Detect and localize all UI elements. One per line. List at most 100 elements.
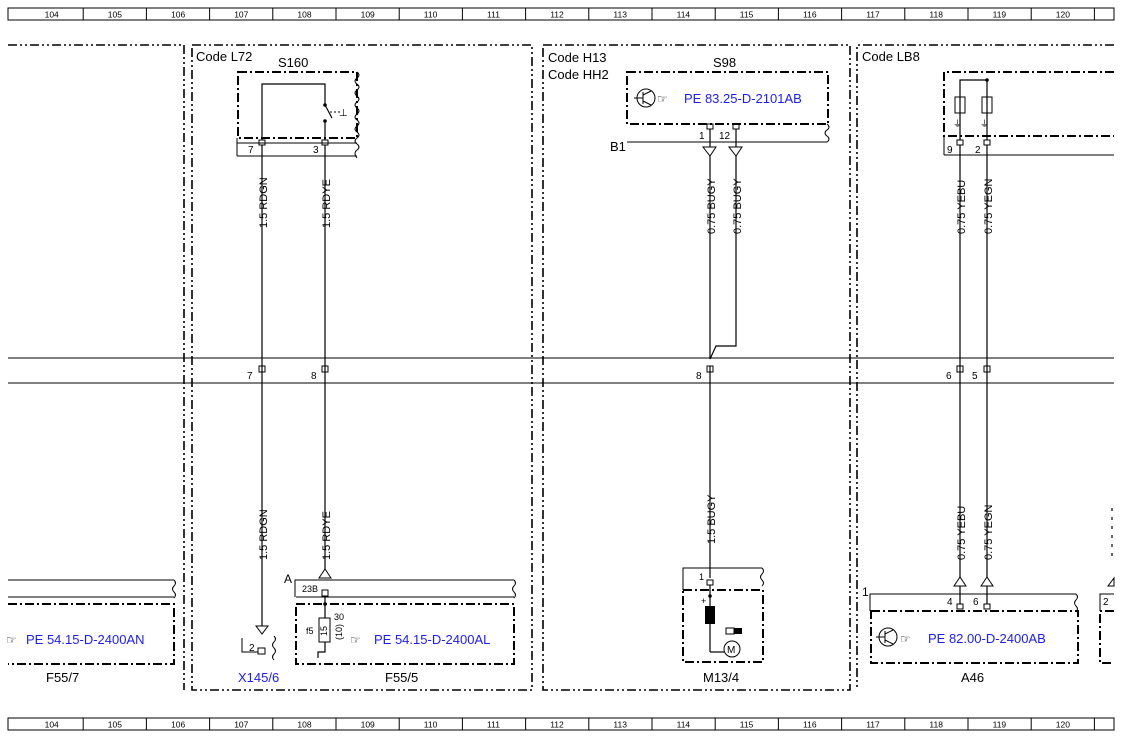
- ruler-cell: 107: [234, 10, 248, 20]
- wire-label-yegn-lower: 0.75 YEGN: [983, 505, 995, 560]
- svg-text:8: 8: [311, 371, 317, 382]
- ruler-cell: 105: [108, 720, 122, 730]
- ruler-cell: 111: [487, 720, 500, 730]
- module-lb8-upper[interactable]: ⏚ ⏚ 9 2: [943, 71, 1114, 156]
- lb8-internal-wire: [959, 79, 988, 140]
- x145-pin-2: 2: [249, 643, 255, 654]
- wire-bugy-075: [709, 156, 737, 360]
- connector-pin-6: 6: [946, 365, 964, 382]
- section-label-l72: Code L72: [196, 49, 252, 64]
- fuse-box-f55-5[interactable]: A 23B 15 f5 30 (10) ☞ PE 54.15-D-2400AL …: [284, 568, 516, 685]
- ruler-cell: 108: [297, 720, 311, 730]
- a46-pin-1: 1: [862, 585, 869, 599]
- wire-label-yegn-upper: 0.75 YEGN: [983, 179, 995, 234]
- ruler-cell: 113: [613, 10, 627, 20]
- f55-5-pin-10: (10): [334, 624, 344, 640]
- ruler-cell: 115: [740, 10, 754, 20]
- diode-icon: ⏚: [953, 119, 962, 129]
- section-label-hh2: Code HH2: [548, 67, 609, 82]
- ruler-cell: 108: [297, 10, 311, 20]
- ruler-cell: 113: [613, 720, 627, 730]
- ruler-cell: 112: [550, 720, 564, 730]
- f55-5-pin-23b: 23B: [302, 584, 318, 594]
- ruler-cell: 114: [677, 10, 691, 20]
- ref-link-f55-7[interactable]: PE 54.15-D-2400AN: [26, 632, 145, 647]
- b1-label: B1: [610, 139, 626, 154]
- connector-pin-8-s98: 8: [696, 365, 714, 382]
- ruler-cell: 116: [803, 720, 817, 730]
- wire-label-rdye-upper: 1.5 RDYE: [321, 179, 333, 228]
- ruler-cell: 117: [866, 10, 880, 20]
- connector-x145-6[interactable]: 2 X145/6: [238, 625, 279, 685]
- switch-s160[interactable]: S160 ⊥ 7 3: [236, 55, 360, 159]
- connector-pin-8: 8: [311, 365, 329, 382]
- ruler-cell: 118: [929, 720, 943, 730]
- hand-pointer-icon: ☞: [350, 633, 361, 647]
- a46-label: A46: [961, 670, 984, 685]
- wire-label-bugy-right: 0.75 BUGY: [732, 178, 744, 234]
- ruler-cell: 117: [866, 720, 880, 730]
- ref-link-s98[interactable]: PE 83.25-D-2101AB: [684, 91, 802, 106]
- svg-text:⊥: ⊥: [339, 108, 348, 119]
- s98-pin-12: 12: [719, 131, 731, 142]
- f55-5-label: F55/5: [385, 670, 418, 685]
- lb8-pin-2: 2: [975, 145, 981, 156]
- f55-5-pin-30: 30: [334, 612, 344, 622]
- ruler-cell: 115: [740, 720, 754, 730]
- s160-internal-wire: [261, 83, 326, 140]
- resistor-icon: [954, 96, 966, 114]
- ruler-cell: 120: [1056, 10, 1070, 20]
- ruler-cell: 119: [993, 720, 1007, 730]
- ruler-cell: 106: [171, 10, 185, 20]
- svg-text:6: 6: [946, 371, 952, 382]
- m13-4-label: M13/4: [703, 670, 739, 685]
- ruler-cell: 109: [361, 10, 375, 20]
- ruler-cell: 119: [993, 10, 1007, 20]
- motor-icon: [723, 640, 741, 658]
- a46-pin-4: 4: [947, 597, 953, 608]
- svg-text:M: M: [727, 645, 735, 656]
- lb8-pin-9: 9: [947, 145, 953, 156]
- hand-pointer-icon: ☞: [6, 633, 17, 647]
- x145-6-label[interactable]: X145/6: [238, 670, 279, 685]
- ruler-cell: 120: [1056, 720, 1070, 730]
- resistor-icon: [981, 96, 993, 114]
- ruler-cell: 109: [361, 720, 375, 730]
- switch-contact: [324, 104, 333, 119]
- wire-label-rdye-lower: 1.5 RDYE: [321, 511, 333, 560]
- s98-label: S98: [713, 55, 736, 70]
- m13-pin-1: 1: [699, 572, 704, 582]
- module-a46[interactable]: 1 4 6 ☞ PE 82.00-D-2400AB A46: [862, 576, 1079, 685]
- svg-text:7: 7: [247, 371, 253, 382]
- svg-text:8: 8: [696, 371, 702, 382]
- section-frames: [8, 44, 1114, 691]
- connector-pin-5: 5: [972, 365, 991, 382]
- motor-m13-4[interactable]: 1 + M M13/4: [682, 567, 764, 685]
- ref-link-f55-5[interactable]: PE 54.15-D-2400AL: [374, 632, 490, 647]
- edge-pin-2: 2: [1103, 597, 1109, 608]
- fuse-number: 15: [319, 626, 329, 636]
- s160-label: S160: [278, 55, 308, 70]
- ruler-cell: 105: [108, 10, 122, 20]
- wire-label-rdgn-upper: 1.5 RDGN: [258, 177, 270, 228]
- ruler-cell: 114: [677, 720, 691, 730]
- ref-link-a46[interactable]: PE 82.00-D-2400AB: [928, 631, 1046, 646]
- section-label-lb8: Code LB8: [862, 49, 920, 64]
- ruler-cell: 112: [550, 10, 564, 20]
- ruler-cell: 104: [45, 720, 59, 730]
- ruler-cell: 106: [171, 720, 185, 730]
- connector-pin-7: 7: [247, 365, 266, 382]
- hand-pointer-icon: ☞: [657, 92, 668, 106]
- ruler-cell: 110: [424, 720, 438, 730]
- a46-pin-6: 6: [973, 597, 979, 608]
- svg-text:5: 5: [972, 371, 978, 382]
- fuse-box-f55-7[interactable]: ☞ PE 54.15-D-2400AN F55/7: [6, 579, 176, 685]
- svg-text:+: +: [701, 596, 706, 606]
- ruler-cell: 118: [929, 10, 943, 20]
- wire-label-yebu-lower: 0.75 YEBU: [956, 506, 968, 560]
- control-unit-s98[interactable]: S98 ☞ PE 83.25-D-2101AB 1 12 B1: [610, 55, 830, 157]
- ruler-cell: 111: [487, 10, 500, 20]
